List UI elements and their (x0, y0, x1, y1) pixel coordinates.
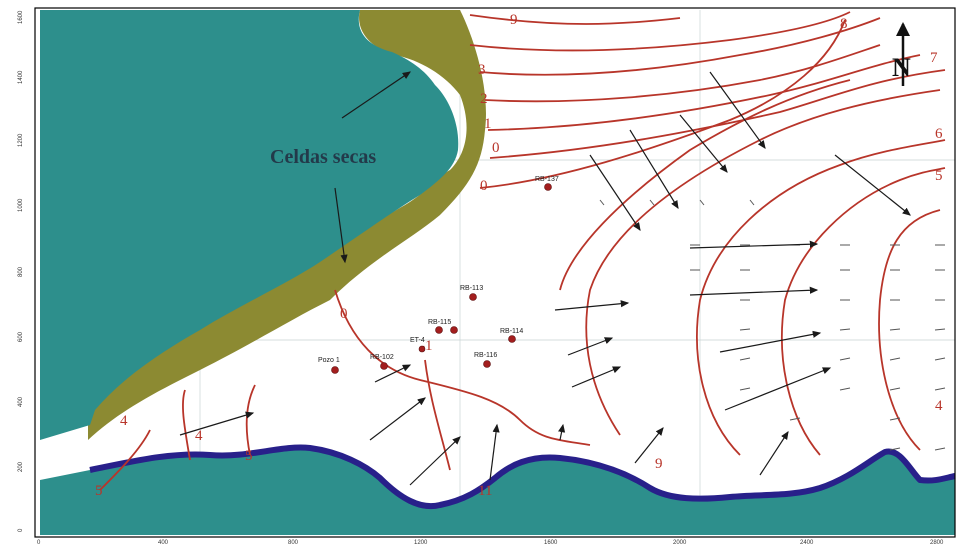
y-tick: 1000 (18, 198, 24, 212)
x-tick: 400 (158, 540, 169, 546)
y-tick: 0 (18, 528, 24, 532)
contour-label-0-a: 0 (492, 140, 500, 156)
well-rb116[interactable]: RB-116 (474, 352, 497, 368)
dry-cells-annotation: Celdas secas (270, 146, 376, 168)
contour-label-9-b: 9 (655, 456, 663, 472)
well-et4[interactable]: ET-4 (410, 337, 426, 353)
head-contours (99, 11, 946, 491)
well-label: ET-4 (410, 337, 425, 344)
y-tick: 1400 (18, 70, 24, 84)
contour-label-11: 11 (478, 483, 492, 499)
well-label: RB-115 (428, 319, 451, 326)
contour-label-5-b: 5 (95, 483, 103, 499)
contour-label-6: 6 (935, 126, 943, 142)
y-tick: 1200 (18, 133, 24, 147)
contour-label-1: 1 (484, 116, 492, 132)
y-tick: 800 (18, 266, 24, 277)
well-pozo1[interactable]: Pozo 1 (318, 357, 340, 374)
contour-label-2: 2 (480, 91, 488, 107)
sea-area-south (40, 447, 955, 535)
contour-labels: 9 8 7 6 5 4 3 2 1 0 0 0 -1 4 4 5 5 9 11 (95, 12, 943, 499)
flow-vectors-small (599, 199, 946, 451)
well-rb115[interactable]: RB-115 (428, 319, 458, 334)
contour-label-5: 5 (935, 168, 943, 184)
well-rb120[interactable]: RB-102 (370, 354, 394, 370)
contour-label-3: 3 (478, 62, 486, 78)
north-label: N (892, 53, 911, 82)
sea-area-west (40, 10, 459, 440)
contour-label-4-a: 4 (120, 413, 128, 429)
contour-label-4-b: 4 (195, 428, 203, 444)
contour-label-7: 7 (930, 50, 938, 66)
north-arrow: N (892, 22, 911, 86)
well-label: Pozo 1 (318, 357, 340, 364)
well-rb113[interactable]: RB-113 (460, 285, 483, 301)
x-tick: 2000 (673, 540, 687, 546)
y-tick: 200 (18, 461, 24, 472)
flow-arrows (179, 71, 911, 486)
x-tick: 1600 (544, 540, 558, 546)
map-frame (34, 7, 956, 538)
wells: RB-137 RB-113 RB-115 RB-114 RB-116 RB-10… (318, 176, 559, 374)
y-tick: 400 (18, 396, 24, 407)
well-label: RB-137 (535, 176, 559, 183)
well-rb137[interactable]: RB-137 (535, 176, 559, 191)
x-tick: 2800 (930, 540, 944, 546)
well-rb114[interactable]: RB-114 (500, 328, 523, 343)
well-label: RB-116 (474, 352, 497, 359)
x-axis-ticks: 0 400 800 1200 1600 2000 2400 2800 (37, 540, 944, 546)
contour-label-9: 9 (510, 12, 518, 28)
contour-label-0-b: 0 (480, 178, 488, 194)
contour-label-0-c: 0 (340, 306, 348, 322)
south-shoreline (89, 444, 956, 510)
well-label: RB-113 (460, 285, 483, 292)
x-tick: 0 (37, 540, 41, 546)
contour-label-5-a: 5 (245, 448, 253, 464)
well-label: RB-114 (500, 328, 523, 335)
y-tick: 1600 (18, 10, 24, 24)
contour-label-4: 4 (935, 398, 943, 414)
x-tick: 2400 (800, 540, 814, 546)
contour-label-8: 8 (840, 16, 848, 32)
x-tick: 1200 (414, 540, 428, 546)
y-axis-ticks: 1600 1400 1200 1000 800 600 400 200 0 (18, 10, 24, 532)
well-label: RB-102 (370, 354, 394, 361)
y-tick: 600 (18, 331, 24, 342)
x-tick: 800 (288, 540, 299, 546)
